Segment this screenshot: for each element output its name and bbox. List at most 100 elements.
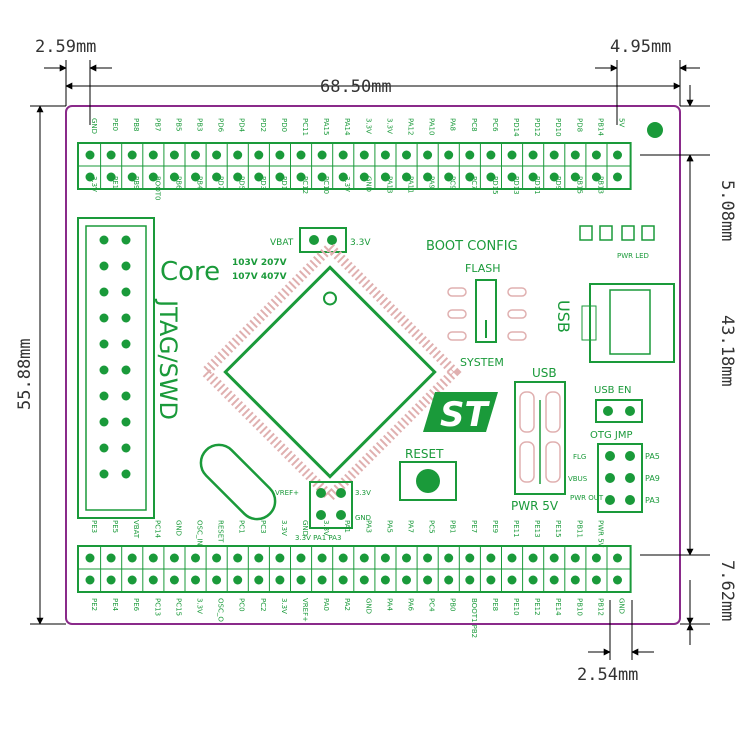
- top-header-pin: [507, 150, 517, 160]
- top-header-pin: [148, 150, 158, 160]
- pwr-led-label: PWR LED: [617, 252, 649, 260]
- bottom-header-pin: [423, 575, 433, 585]
- bottom-header-pin: [465, 575, 475, 585]
- jp-bottom-label: 3.3V PA1 PA3: [295, 534, 341, 542]
- top-header-pin: [317, 150, 327, 160]
- jtag-pin: [121, 261, 131, 271]
- jtag-pin: [121, 443, 131, 453]
- bottom-header-label: PB11: [575, 520, 583, 538]
- dimension-lines: [30, 60, 710, 660]
- top-header-label: PD10: [554, 118, 562, 137]
- top-header-label: PA11: [407, 176, 415, 193]
- bottom-header-pin: [148, 553, 158, 563]
- top-header-label: PA15: [322, 118, 330, 135]
- bottom-header-label: 3.3V: [196, 598, 204, 614]
- top-header-pin: [317, 172, 327, 182]
- bottom-header-label: PWR 5V: [596, 520, 604, 548]
- top-header-label: PB7: [153, 118, 161, 131]
- core-label: Core: [160, 257, 220, 287]
- top-header-label: PC10: [322, 176, 330, 194]
- bottom-header-label: PE9: [491, 520, 499, 533]
- bottom-header-pin: [275, 575, 285, 585]
- bottom-header-pin: [465, 553, 475, 563]
- bottom-header-label: 3.3V: [280, 520, 288, 536]
- top-header-pin: [127, 172, 137, 182]
- bottom-header-label: PC0: [238, 598, 246, 612]
- jtag-pin: [99, 235, 109, 245]
- top-header-pin: [486, 172, 496, 182]
- bottom-header-label: GND: [301, 520, 309, 536]
- top-header-pin: [233, 150, 243, 160]
- jtag-pin: [121, 417, 131, 427]
- top-header-pin: [191, 150, 200, 160]
- bottom-header-pin: [570, 575, 580, 585]
- top-header-label: PD6: [217, 118, 225, 133]
- top-header-pin: [359, 150, 369, 160]
- top-header-label: PB14: [596, 118, 604, 136]
- bottom-header-pin: [275, 553, 285, 563]
- variants-line2: 107V 407V: [232, 272, 287, 282]
- vbat-3v3-label: 3.3V: [350, 238, 371, 248]
- flg-label: FLG: [573, 453, 586, 461]
- bottom-header-label: PC1: [238, 520, 246, 534]
- top-header-pin: [570, 150, 580, 160]
- top-header-label: PB15: [575, 176, 583, 194]
- bottom-header-label: PA3: [364, 520, 372, 533]
- top-header-label: PD1: [280, 176, 288, 190]
- top-header-label: PB9: [132, 176, 140, 189]
- bottom-header-pin: [613, 553, 622, 563]
- bottom-header-pin: [85, 575, 95, 585]
- top-header-pin: [528, 172, 538, 182]
- top-header-label: PD12: [533, 118, 541, 137]
- bottom-header-label: PE15: [554, 520, 562, 538]
- bottom-header-pin: [233, 553, 243, 563]
- top-header-label: PC7: [470, 176, 478, 190]
- top-header-label: PC9: [449, 176, 457, 190]
- bottom-header-pin: [423, 553, 433, 563]
- bottom-header-pin: [549, 553, 559, 563]
- dim-top-header: 5.08mm: [717, 180, 737, 241]
- bottom-header-label: PE12: [533, 598, 541, 616]
- bottom-header-pin: [212, 575, 222, 585]
- top-header-label: 3.3V: [90, 176, 98, 192]
- bottom-header-pin: [402, 575, 411, 585]
- pa5-label: PA5: [645, 452, 660, 461]
- jtag-pin: [99, 365, 109, 375]
- top-header-label: PC11: [301, 118, 309, 136]
- bottom-header-label: 3.3V: [280, 598, 288, 614]
- jtag-pin: [99, 313, 109, 323]
- bottom-header-pin: [507, 553, 517, 563]
- bottom-header-label: PC13: [153, 598, 161, 616]
- top-header-label: PC8: [470, 118, 478, 132]
- mounting-dot: [647, 122, 663, 138]
- top-header-pin: [275, 172, 285, 182]
- bottom-header-label: PC14: [153, 520, 161, 539]
- top-header-label: PB3: [196, 118, 204, 131]
- bottom-header-label: PE14: [554, 598, 562, 616]
- bottom-header-label: PC5: [428, 520, 436, 534]
- bottom-header-pin: [296, 575, 306, 585]
- bottom-header-pin: [169, 553, 179, 563]
- top-header-pin: [254, 172, 264, 182]
- top-header-label: PE1: [111, 176, 119, 189]
- jtag-pin: [121, 339, 131, 349]
- bottom-header-label: PA0: [322, 598, 330, 611]
- jtag-pin: [121, 235, 131, 245]
- jtag-pin: [121, 287, 131, 297]
- pwr-led-pad-1: [579, 225, 593, 241]
- bottom-header-label: PE4: [111, 598, 119, 612]
- bottom-header-pin: [359, 553, 369, 563]
- st-logo: ST: [423, 392, 498, 435]
- bottom-header-label: PB1: [449, 520, 457, 533]
- bottom-header-label: PE10: [512, 598, 520, 616]
- bottom-header-label: BOOT1 PB2: [470, 598, 478, 638]
- bottom-header-pin: [254, 575, 264, 585]
- boot-config-label: BOOT CONFIG: [426, 239, 518, 254]
- top-header-label: PD5: [238, 176, 246, 190]
- top-header-pin: [486, 150, 496, 160]
- boot-switch: [475, 279, 497, 343]
- bottom-header-pin: [338, 553, 348, 563]
- top-header-label: PB8: [132, 118, 140, 131]
- bottom-header-label: PE7: [470, 520, 478, 533]
- jtag-pin: [99, 443, 109, 453]
